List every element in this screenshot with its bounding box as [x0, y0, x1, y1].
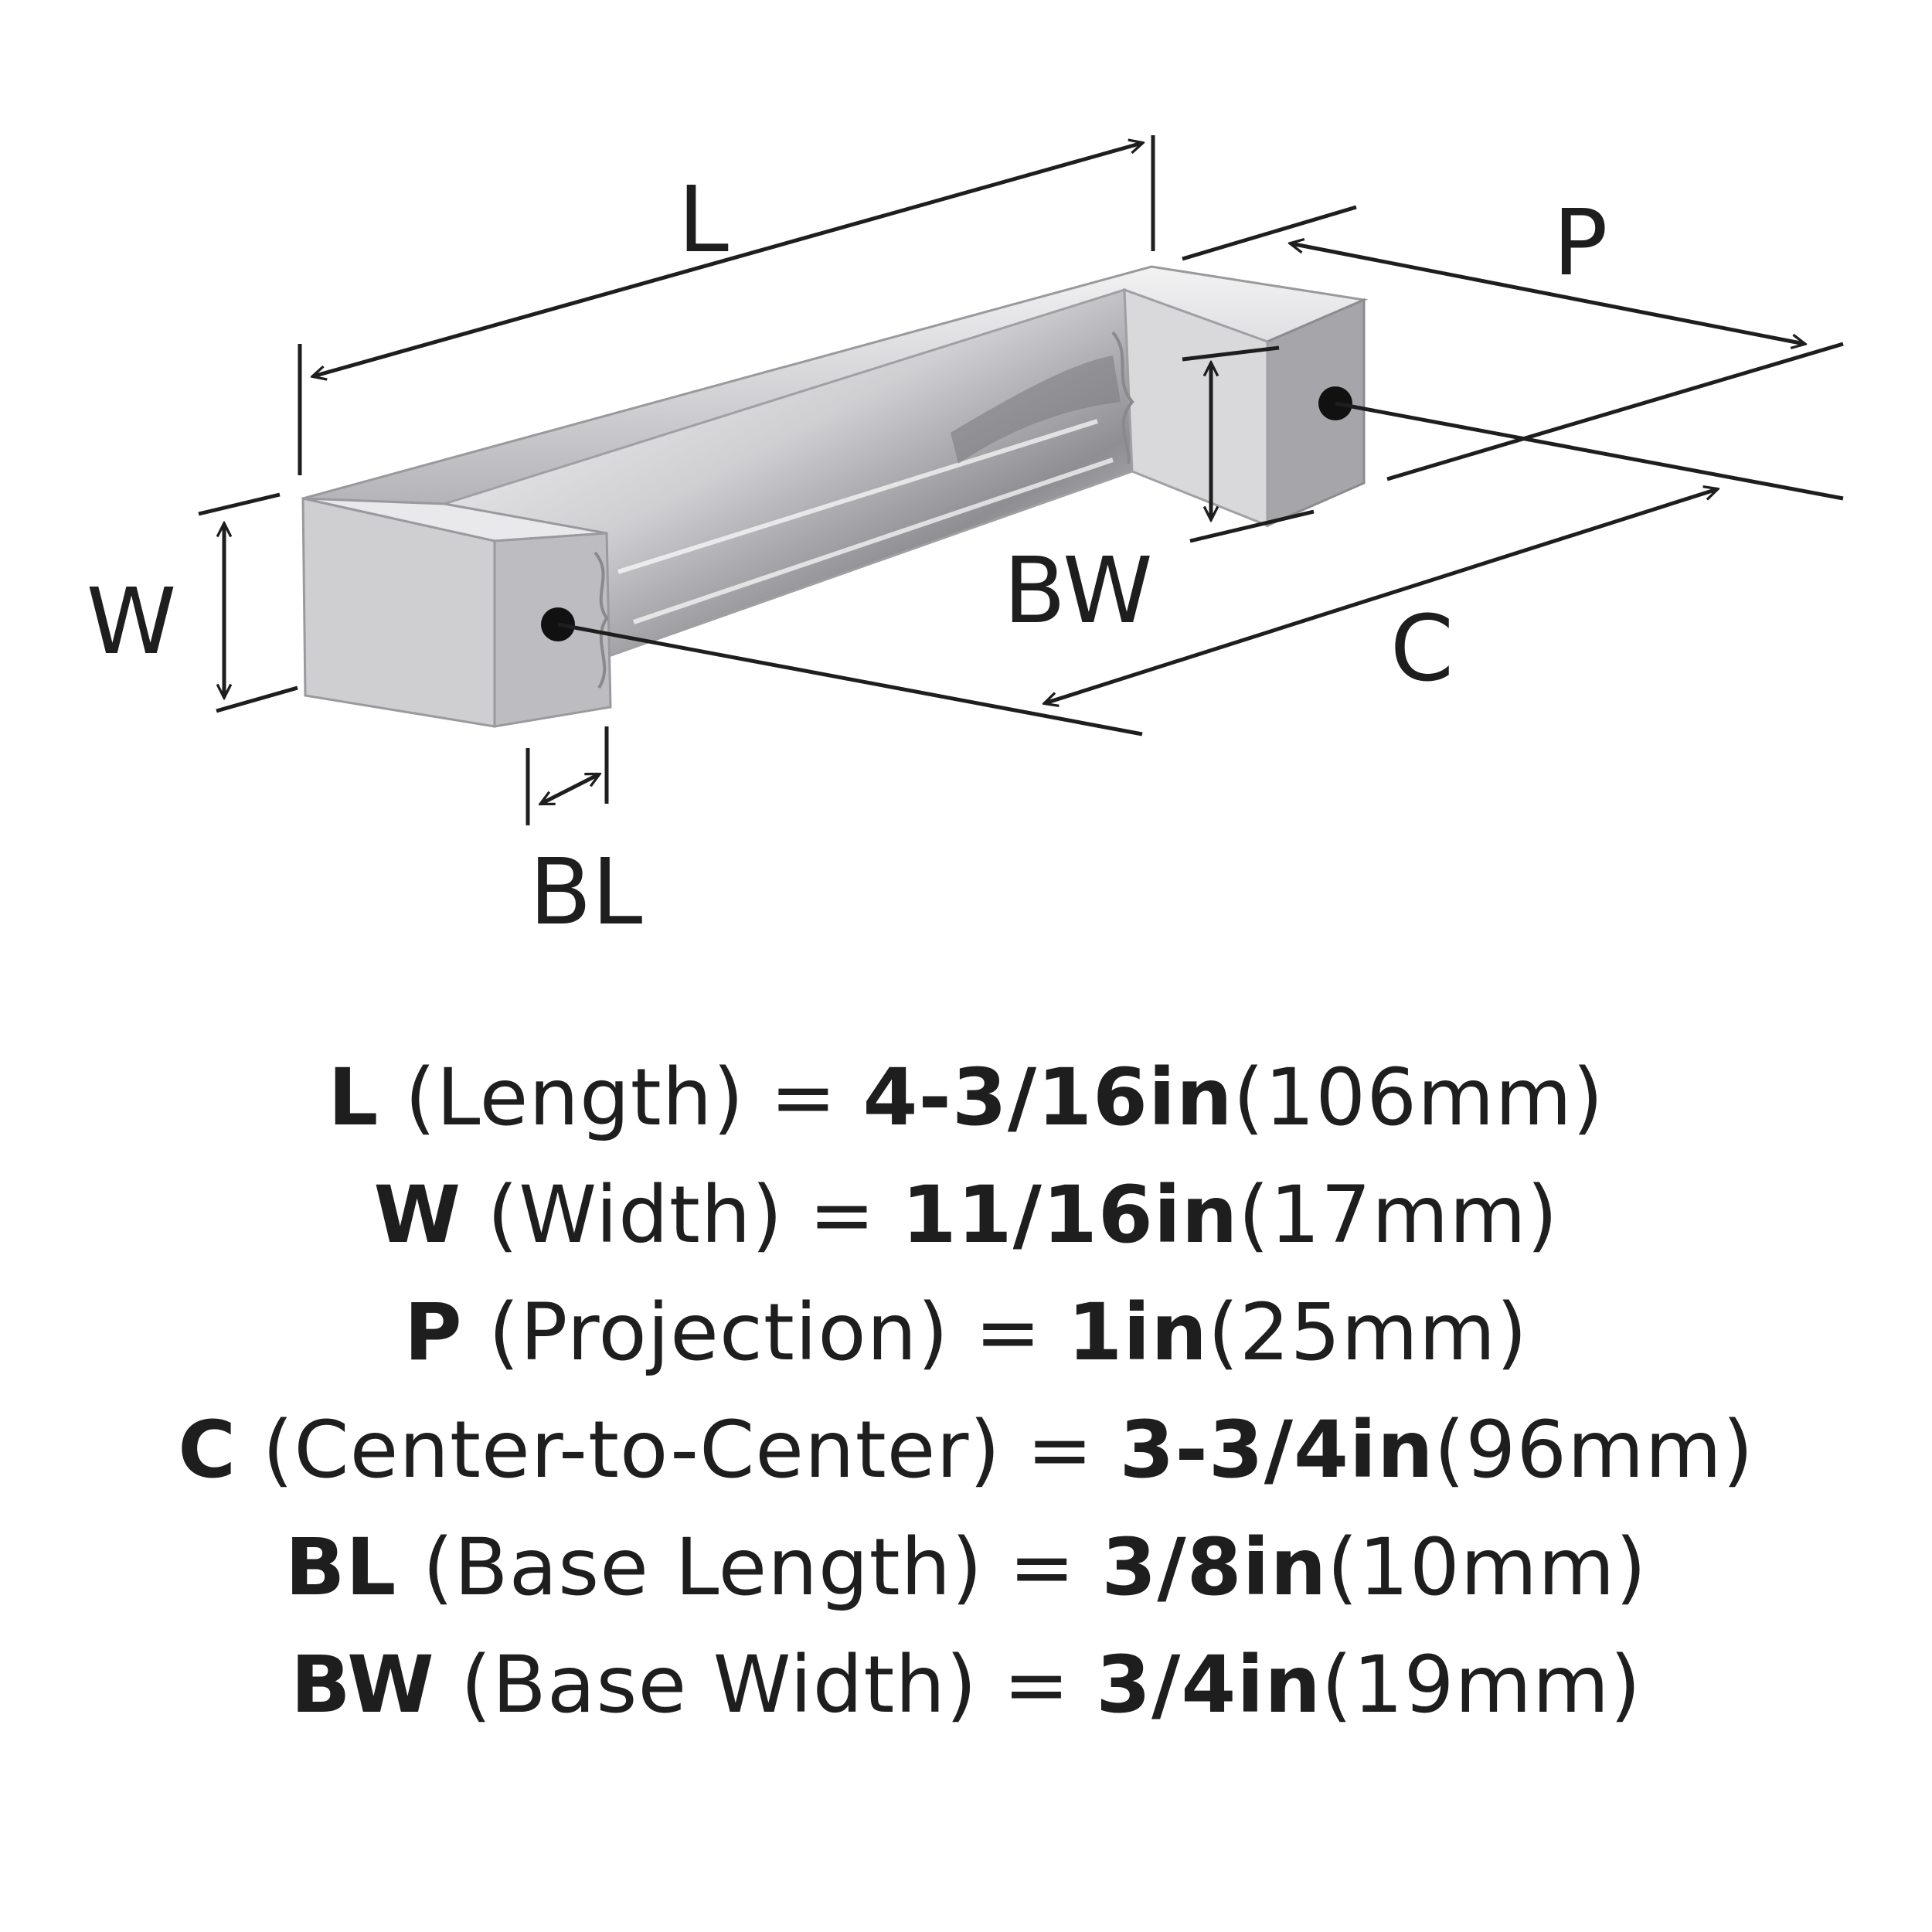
- projection-arrow: [1291, 243, 1804, 344]
- base-width-extension-top: [1182, 345, 1280, 362]
- left-post-notch: [594, 551, 609, 689]
- spec-row-projection: P (Projection) = 1in(25mm): [0, 1274, 1932, 1392]
- spec-description: (Width) =: [487, 1169, 902, 1261]
- length-label: L: [678, 166, 729, 273]
- center-line-left-hole: [557, 622, 1143, 736]
- projection-extension-top: [1182, 205, 1357, 261]
- spec-imperial-value: 3/4in: [1096, 1639, 1321, 1731]
- spec-row-base-length: BL (Base Length) = 3/8in(10mm): [0, 1509, 1932, 1627]
- width-extension-bottom: [216, 685, 298, 713]
- spec-symbol: BL: [284, 1522, 397, 1614]
- base-width-label: BW: [1003, 537, 1152, 644]
- base-length-label: BL: [529, 838, 643, 945]
- center-to-center-label: C: [1390, 595, 1454, 702]
- spec-description: (Base Width) =: [461, 1639, 1097, 1731]
- spec-symbol: L: [328, 1052, 379, 1144]
- spec-metric-value: (19mm): [1321, 1639, 1642, 1731]
- spec-symbol: W: [373, 1169, 461, 1261]
- spec-row-base-width: BW (Base Width) = 3/4in(19mm): [0, 1627, 1932, 1744]
- spec-description: (Projection) =: [488, 1287, 1068, 1379]
- spec-description: (Center-to-Center) =: [262, 1404, 1120, 1496]
- spec-imperial-value: 4-3/16in: [862, 1052, 1233, 1144]
- spec-symbol: P: [403, 1287, 463, 1379]
- width-label: W: [87, 568, 177, 675]
- projection-extension-right: [1386, 342, 1844, 481]
- handle-reflection: [617, 419, 1114, 624]
- base-length-arrow: [541, 772, 599, 806]
- dimension-lines: [198, 135, 1844, 825]
- spec-description: (Length) =: [404, 1052, 863, 1144]
- length-arrow: [313, 143, 1142, 376]
- spec-imperial-value: 3-3/4in: [1119, 1404, 1434, 1496]
- spec-imperial-value: 1in: [1067, 1287, 1208, 1379]
- spec-row-length: L (Length) = 4-3/16in(106mm): [0, 1039, 1932, 1157]
- spec-symbol: BW: [290, 1639, 435, 1731]
- center-line-right-hole: [1335, 401, 1844, 501]
- handle-shadow: [951, 355, 1121, 464]
- spec-imperial-value: 11/16in: [901, 1169, 1239, 1261]
- projection-label: P: [1553, 189, 1607, 296]
- spec-symbol: C: [178, 1404, 237, 1496]
- spec-row-width: W (Width) = 11/16in(17mm): [0, 1157, 1932, 1274]
- spec-metric-value: (10mm): [1327, 1522, 1648, 1614]
- spec-metric-value: (96mm): [1434, 1404, 1754, 1496]
- spec-metric-value: (106mm): [1233, 1052, 1604, 1144]
- spec-metric-value: (17mm): [1238, 1169, 1559, 1261]
- width-extension-top: [198, 492, 281, 516]
- spec-imperial-value: 3/8in: [1101, 1522, 1328, 1614]
- spec-description: (Base Length) =: [422, 1522, 1102, 1614]
- spec-metric-value: (25mm): [1207, 1287, 1529, 1379]
- spec-row-center-to-center: C (Center-to-Center) = 3-3/4in(96mm): [0, 1392, 1932, 1509]
- specifications-list: L (Length) = 4-3/16in(106mm) W (Width) =…: [0, 1039, 1932, 1744]
- handle-dimension-diagram: L P W BW C BL: [87, 135, 1844, 945]
- center-arrow: [1045, 489, 1717, 703]
